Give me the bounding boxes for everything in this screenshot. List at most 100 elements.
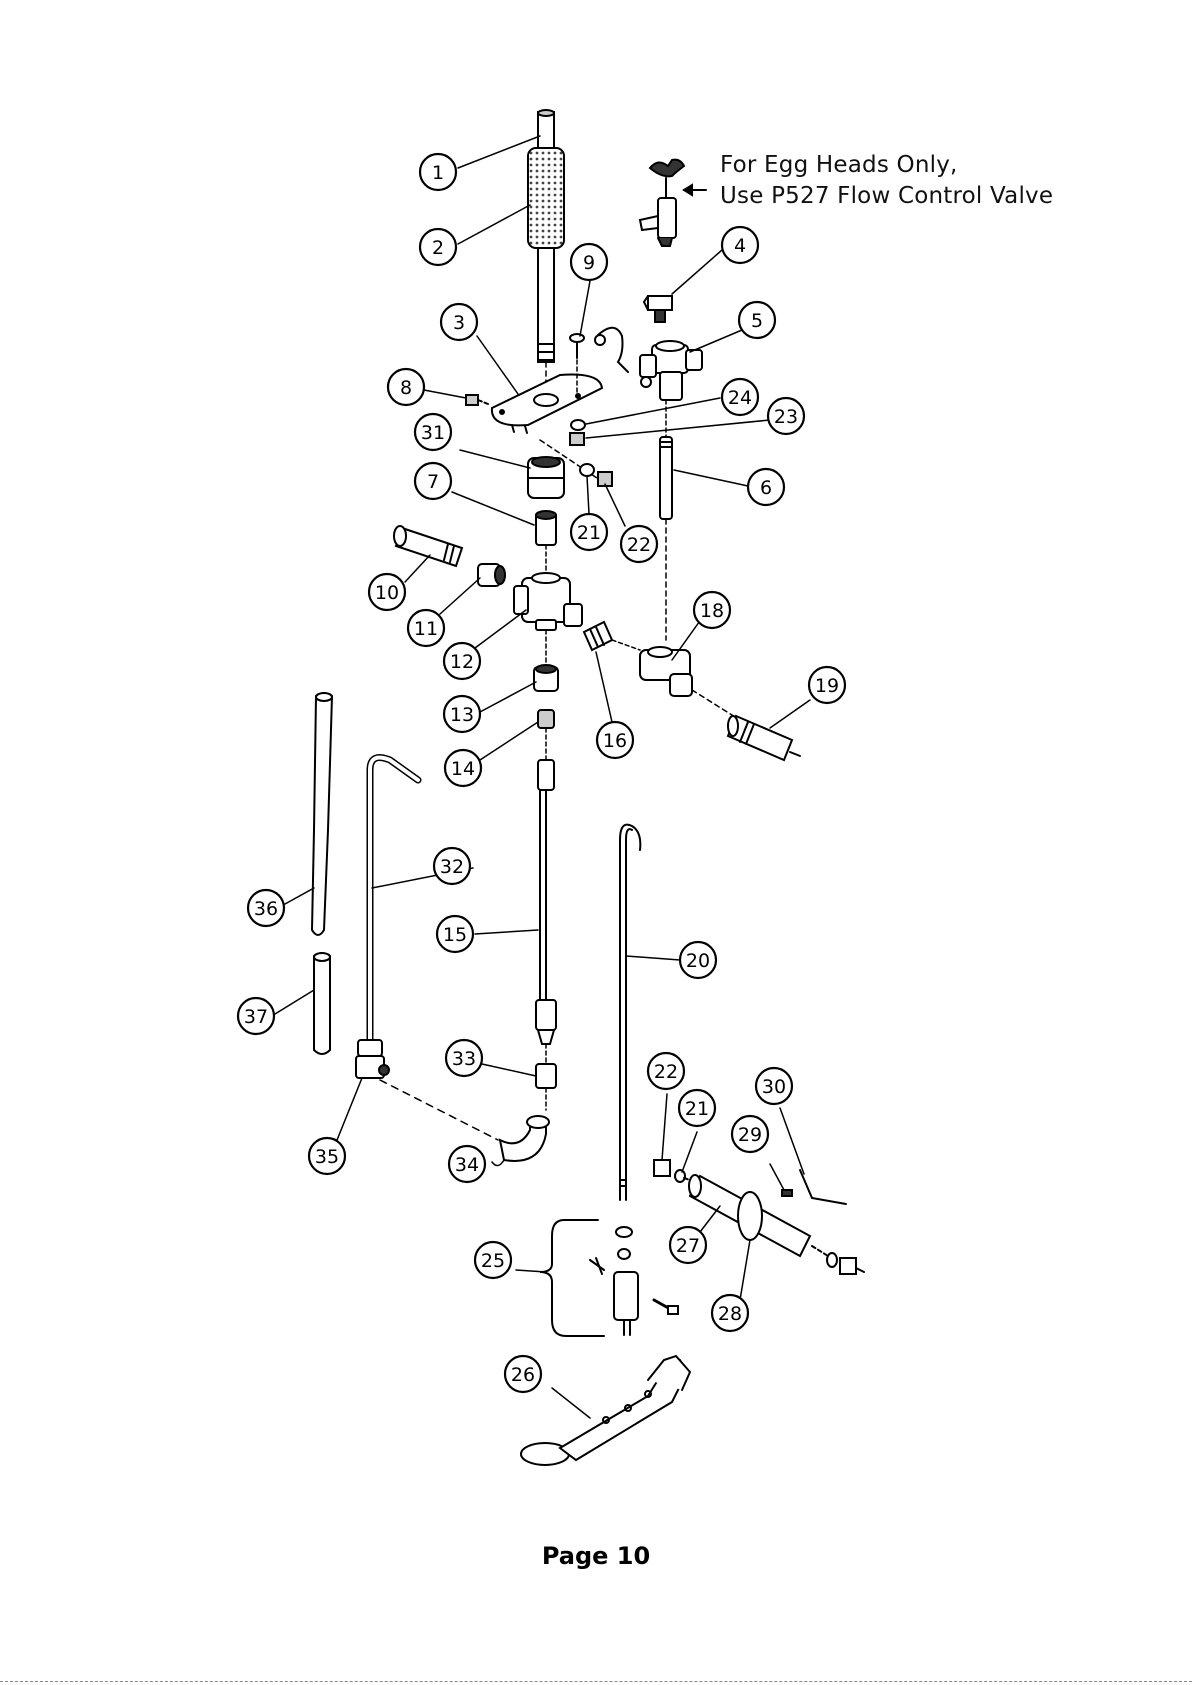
callout-28: 28	[712, 1295, 748, 1331]
callout-6: 6	[748, 469, 784, 505]
callout-number: 5	[751, 310, 763, 332]
callout-1: 1	[420, 154, 456, 190]
callout-21-lower: 21	[679, 1090, 715, 1126]
tube-15	[536, 760, 556, 1062]
callout-36: 36	[248, 890, 284, 926]
callout-13: 13	[444, 696, 480, 732]
flow-valve-part	[640, 160, 684, 246]
callout-number: 20	[686, 950, 710, 972]
callout-number: 37	[244, 1006, 268, 1028]
callout-11: 11	[408, 610, 444, 646]
egg-head-note: For Egg Heads Only, Use P527 Flow Contro…	[720, 150, 1053, 212]
callout-32: 32	[434, 848, 470, 884]
callout-number: 7	[427, 471, 439, 493]
callout-15: 15	[437, 916, 473, 952]
callout-number: 8	[400, 377, 412, 399]
callout-18: 18	[694, 592, 730, 628]
bottom-divider	[0, 1681, 1192, 1682]
callout-22: 22	[621, 526, 657, 562]
callout-21: 21	[571, 514, 607, 550]
callout-number: 2	[432, 237, 444, 259]
callout-number: 27	[676, 1235, 700, 1257]
callout-number: 15	[443, 924, 467, 946]
callout-number: 31	[421, 422, 445, 444]
callout-29: 29	[732, 1116, 768, 1152]
callout-number: 21	[685, 1098, 709, 1120]
small-valve-part	[644, 296, 672, 322]
note-line-1: For Egg Heads Only,	[720, 150, 1053, 181]
hose-37	[314, 953, 330, 1054]
callout-number: 14	[451, 758, 475, 780]
callout-3: 3	[441, 304, 477, 340]
callout-33: 33	[446, 1040, 482, 1076]
callout-12: 12	[444, 643, 480, 679]
callout-8: 8	[388, 369, 424, 405]
callout-number: 19	[815, 675, 839, 697]
callout-number: 12	[450, 651, 474, 673]
callout-31: 31	[415, 414, 451, 450]
callout-number: 6	[760, 477, 772, 499]
bushing-11	[478, 564, 505, 586]
washer-nut-parts	[570, 420, 585, 445]
callout-number: 32	[440, 856, 464, 878]
nipple-16	[584, 622, 640, 650]
callout-number: 11	[414, 618, 438, 640]
set-screw-29	[782, 1190, 792, 1196]
callout-30: 30	[756, 1068, 792, 1104]
page-number: Page 10	[0, 1542, 1192, 1570]
rod-20	[620, 825, 640, 1200]
callout-number: 30	[762, 1076, 786, 1098]
callout-5: 5	[739, 302, 775, 338]
callout-number: 35	[315, 1146, 339, 1168]
cross-12	[514, 573, 582, 665]
callout-number: 36	[254, 898, 278, 920]
callout-number: 23	[774, 406, 798, 428]
pipe-10	[394, 526, 462, 566]
fittings-13-14	[534, 665, 558, 760]
callout-20: 20	[680, 942, 716, 978]
callout-number: 22	[654, 1061, 678, 1083]
hose-36	[312, 693, 332, 935]
elbow-34	[500, 1116, 549, 1161]
callout-27: 27	[670, 1227, 706, 1263]
callout-number: 28	[718, 1303, 742, 1325]
callout-number: 1	[432, 162, 444, 184]
callout-25: 25	[475, 1242, 511, 1278]
callout-number: 25	[481, 1250, 505, 1272]
callout-10: 10	[369, 574, 405, 610]
callout-19: 19	[809, 667, 845, 703]
callout-24: 24	[722, 379, 758, 415]
note-line-2: Use P527 Flow Control Valve	[720, 181, 1053, 212]
pipe-19	[728, 716, 800, 760]
callout-4: 4	[722, 227, 758, 263]
callout-23: 23	[768, 398, 804, 434]
callout-number: 4	[734, 235, 746, 257]
clevis-group-25	[540, 1220, 678, 1336]
callout-16: 16	[597, 722, 633, 758]
callout-number: 34	[455, 1154, 479, 1176]
pipe-nipple-6	[660, 400, 672, 640]
callout-7: 7	[415, 463, 451, 499]
shaft-27-28	[689, 1175, 864, 1274]
callout-number: 21	[577, 522, 601, 544]
nipple-7	[536, 511, 556, 572]
callout-9: 9	[571, 244, 607, 280]
callout-number: 33	[452, 1048, 476, 1070]
lever-cross-fitting	[595, 328, 702, 400]
callout-number: 13	[450, 704, 474, 726]
tee-18	[640, 647, 740, 720]
callout-number: 10	[375, 582, 399, 604]
callout-14: 14	[445, 750, 481, 786]
callout-number: 18	[700, 600, 724, 622]
union-31	[528, 457, 564, 498]
hex-key-30	[800, 1170, 846, 1204]
callout-22-lower: 22	[648, 1053, 684, 1089]
callout-2: 2	[420, 229, 456, 265]
callout-number: 3	[453, 312, 465, 334]
callout-37: 37	[238, 998, 274, 1034]
callout-number: 26	[511, 1364, 535, 1386]
callout-number: 24	[728, 387, 752, 409]
callout-34: 34	[449, 1146, 485, 1182]
callout-number: 22	[627, 534, 651, 556]
